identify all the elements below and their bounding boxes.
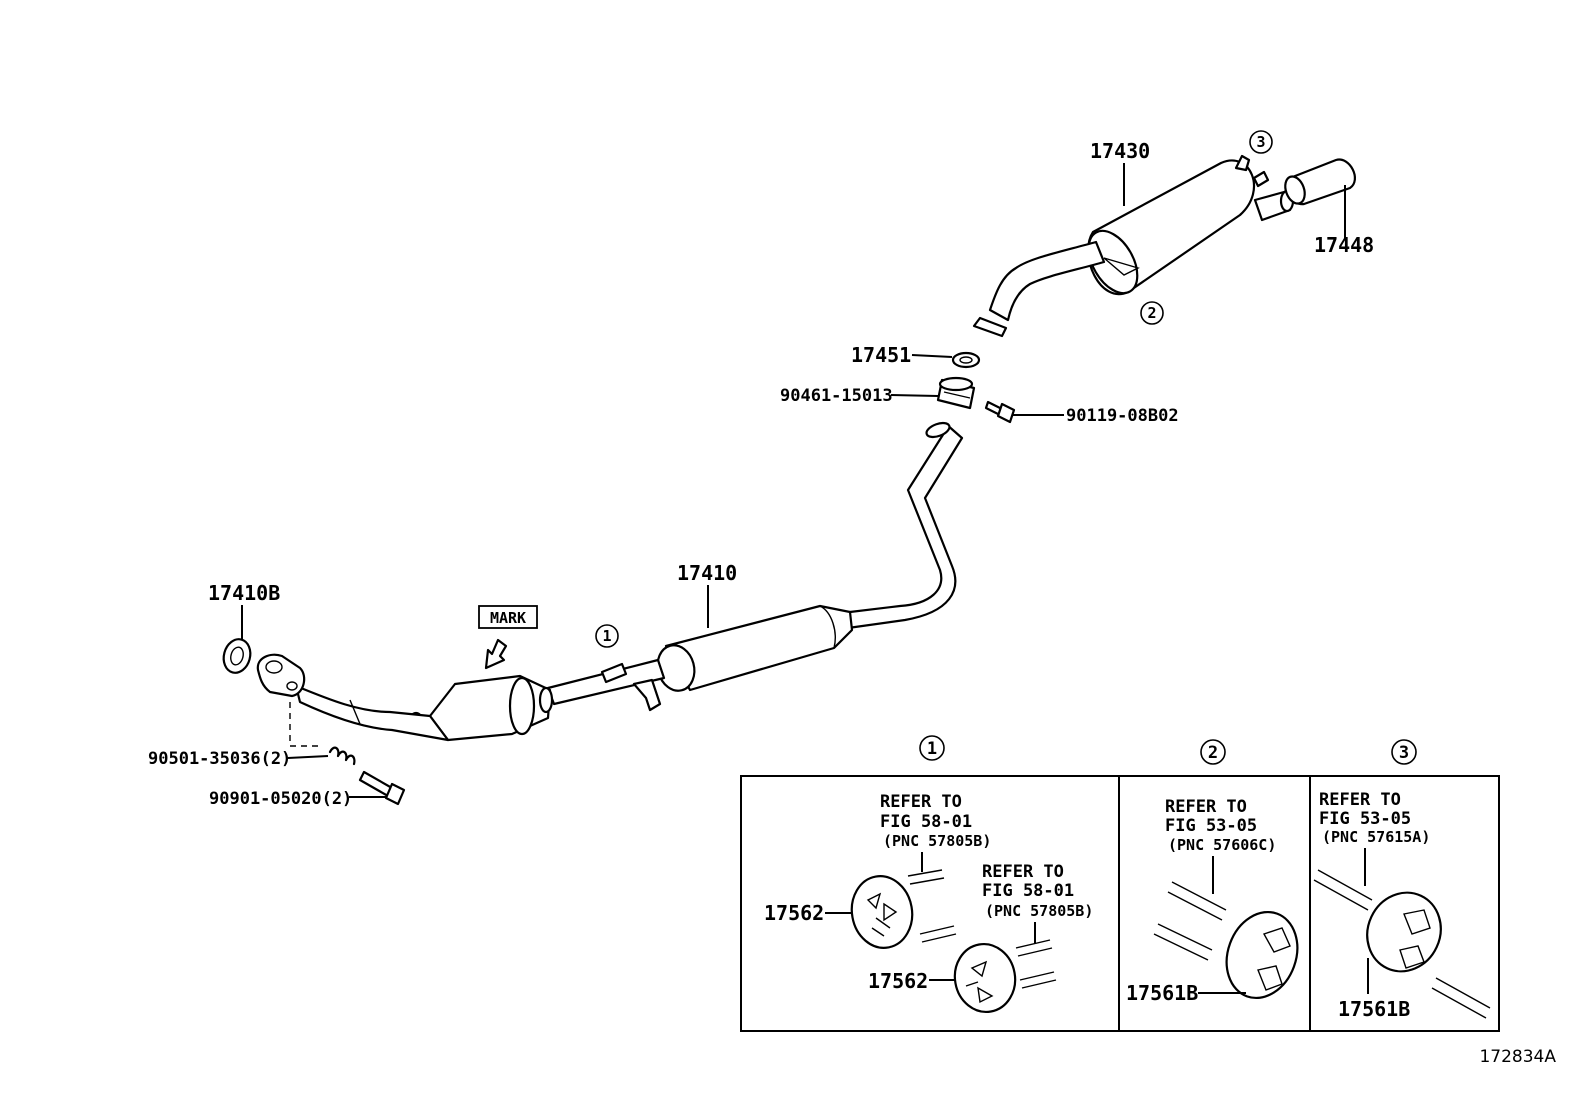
svg-text:1: 1: [927, 739, 937, 759]
mark-indicator: MARK: [478, 605, 538, 670]
svg-text:(PNC 57805B): (PNC 57805B): [985, 902, 1093, 920]
panel-marker-1: 1: [919, 735, 945, 761]
svg-text:2: 2: [1147, 304, 1156, 322]
svg-text:FIG 53-05: FIG 53-05: [1165, 816, 1257, 836]
label-spring-bolt: 90501-35036(2): [148, 749, 291, 769]
panel-1-part-a: 17562: [764, 901, 824, 925]
panel-3-note: REFER TO FIG 53-05 (PNC 57615A): [1319, 790, 1430, 846]
svg-text:(PNC 57805B): (PNC 57805B): [883, 832, 991, 850]
muffler-assembly[interactable]: [972, 154, 1295, 338]
svg-text:FIG 53-05: FIG 53-05: [1319, 809, 1411, 829]
svg-text:REFER TO: REFER TO: [1165, 797, 1247, 817]
callout-marker-3: 3: [1249, 130, 1273, 154]
label-gasket-ring: 17451: [851, 343, 911, 367]
tail-pipe[interactable]: [1282, 158, 1356, 207]
detail-panels: [740, 775, 1500, 1032]
svg-text:2: 2: [1208, 743, 1218, 763]
leader-lines: [241, 163, 1346, 798]
svg-text:FIG 58-01: FIG 58-01: [880, 812, 972, 832]
label-bolt: 90119-08B02: [1066, 406, 1179, 426]
svg-text:3: 3: [1256, 133, 1265, 151]
panel-3-part-a: 17561B: [1338, 997, 1410, 1021]
panel-3-hanger[interactable]: [1313, 848, 1491, 1019]
panel-2-note: REFER TO FIG 53-05 (PNC 57606C): [1165, 797, 1276, 854]
label-center-pipe: 17410: [677, 561, 737, 585]
panel-marker-2: 2: [1200, 739, 1226, 765]
panel-1-part-b: 17562: [868, 969, 928, 993]
panel-2-hanger[interactable]: [1153, 856, 1309, 1008]
spring-bolt-assembly[interactable]: [289, 702, 406, 806]
label-spring-retainer: 90461-15013: [780, 386, 893, 406]
panel-1-note-b: REFER TO FIG 58-01 (PNC 57805B): [982, 862, 1093, 920]
bolt[interactable]: [984, 400, 1016, 424]
svg-text:REFER TO: REFER TO: [1319, 790, 1401, 810]
label-flange-bolt: 90901-05020(2): [209, 789, 352, 809]
panel-1-note-a: REFER TO FIG 58-01 (PNC 57805B): [880, 792, 991, 850]
svg-text:REFER TO: REFER TO: [880, 792, 962, 812]
mark-label: MARK: [490, 609, 526, 627]
svg-text:FIG 58-01: FIG 58-01: [982, 881, 1074, 901]
svg-text:(PNC 57615A): (PNC 57615A): [1322, 828, 1430, 846]
front-gasket[interactable]: [220, 636, 254, 676]
figure-id: 172834A: [1479, 1047, 1556, 1067]
panel-1-hangers[interactable]: [825, 852, 1057, 1017]
spring-retainer[interactable]: [936, 376, 976, 410]
panel-2-part-a: 17561B: [1126, 981, 1198, 1005]
label-front-gasket: 17410B: [208, 581, 280, 605]
svg-text:3: 3: [1399, 743, 1409, 763]
callout-marker-1: 1: [595, 624, 619, 648]
svg-text:REFER TO: REFER TO: [982, 862, 1064, 882]
panel-marker-3: 3: [1391, 739, 1417, 765]
center-pipe-assembly[interactable]: [256, 420, 964, 742]
gasket-ring[interactable]: [951, 351, 981, 369]
label-muffler: 17430: [1090, 139, 1150, 163]
svg-text:1: 1: [602, 627, 611, 645]
callout-marker-2: 2: [1140, 301, 1164, 325]
svg-text:(PNC 57606C): (PNC 57606C): [1168, 836, 1276, 854]
label-tail-pipe: 17448: [1314, 233, 1374, 257]
